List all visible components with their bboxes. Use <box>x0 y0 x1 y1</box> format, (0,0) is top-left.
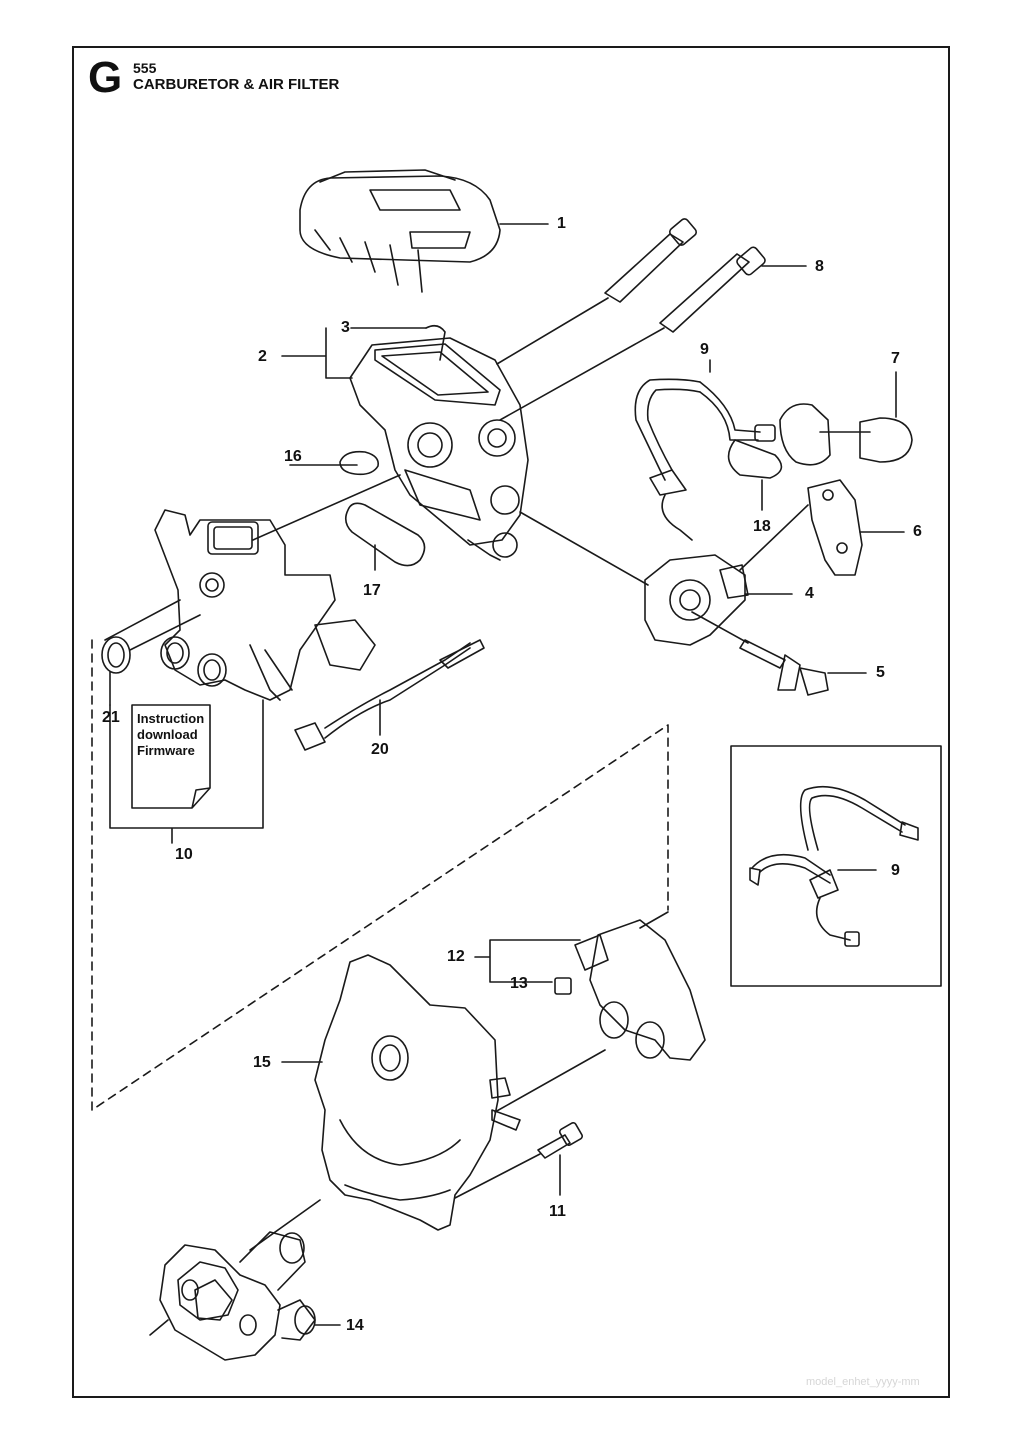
section-title: CARBURETOR & AIR FILTER <box>133 76 340 93</box>
part-bracket <box>739 479 905 576</box>
watermark: model_enhet_yyyy-mm <box>806 1376 920 1388</box>
callout-9-inset: 9 <box>891 862 900 879</box>
callout-12: 12 <box>447 948 465 965</box>
instruction-sheet-label: Instruction download Firmware <box>137 711 204 759</box>
callout-20: 20 <box>371 741 389 758</box>
callout-17: 17 <box>363 582 381 599</box>
part-air-filter-cover <box>299 169 549 293</box>
callout-16: 16 <box>284 448 302 465</box>
callout-18: 18 <box>753 518 771 535</box>
callout-21: 21 <box>102 709 120 726</box>
callout-7: 7 <box>891 350 900 367</box>
dashed-assembly-outline <box>91 639 669 1111</box>
part-small-screw <box>454 1122 583 1199</box>
part-intake-manifold <box>149 1231 341 1361</box>
part-wiring-harness <box>294 639 485 751</box>
instruction-line-3: Firmware <box>137 743 195 758</box>
section-letter: G <box>88 53 123 102</box>
part-carburetor <box>104 474 401 701</box>
part-gasket <box>344 502 426 571</box>
callout-2: 2 <box>258 348 267 365</box>
callout-10: 10 <box>175 846 193 863</box>
callout-13: 13 <box>510 975 528 992</box>
callout-14: 14 <box>346 1317 364 1334</box>
callout-6: 6 <box>913 523 922 540</box>
part-choke <box>519 511 793 646</box>
part-ring <box>101 636 131 706</box>
part-cover-plate <box>249 954 521 1251</box>
bracket-10 <box>109 699 264 844</box>
part-oring <box>339 450 380 476</box>
callout-3: 3 <box>341 319 350 336</box>
model-number: 555 <box>133 60 157 76</box>
page-frame <box>72 46 950 1398</box>
part-screws <box>496 218 807 421</box>
instruction-line-1: Instruction <box>137 711 205 726</box>
part-intake-bracket <box>474 911 706 1113</box>
part-carburetor-housing <box>281 324 529 561</box>
callout-5: 5 <box>876 664 885 681</box>
part-primer-bulb <box>779 371 913 466</box>
callout-15: 15 <box>253 1054 271 1071</box>
part-fuel-hose <box>634 359 783 541</box>
instruction-line-2: download <box>137 727 198 742</box>
callout-9: 9 <box>700 341 709 358</box>
callout-4: 4 <box>805 585 814 602</box>
instruction-sheet-outline <box>131 704 211 809</box>
callout-1: 1 <box>557 215 566 232</box>
inset-box <box>730 745 942 987</box>
callout-8: 8 <box>815 258 824 275</box>
inset-fuel-hose <box>749 785 919 947</box>
part-bolt <box>691 611 867 696</box>
callout-11: 11 <box>549 1203 566 1220</box>
